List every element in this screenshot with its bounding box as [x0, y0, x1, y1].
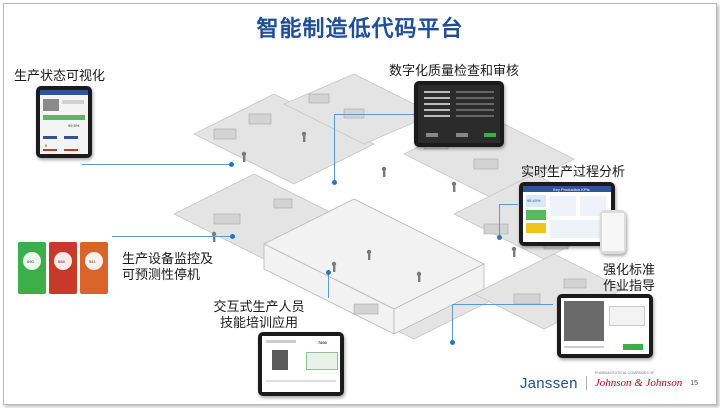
form-row	[424, 97, 450, 99]
connector-dot	[229, 162, 234, 167]
chart-panel	[580, 196, 606, 216]
equipment-tile-green: 690	[18, 242, 46, 294]
info-bar	[62, 100, 84, 104]
text-line	[266, 340, 296, 343]
form-row	[424, 91, 450, 93]
instruction-photo	[564, 301, 604, 341]
production-status-tablet: 99.5% 0	[36, 86, 92, 158]
gauge-icon	[85, 252, 103, 270]
connector-dot	[326, 270, 331, 275]
footer: Janssen PHARMACEUTICAL COMPANIES OF John…	[519, 371, 698, 394]
jnj-wordmark: Johnson & Johnson	[594, 377, 683, 389]
machine-image	[43, 99, 59, 111]
label-training: 交互式生产人员 技能培训应用	[209, 299, 309, 331]
label-training-line2: 技能培训应用	[219, 315, 298, 330]
training-value: 7800	[318, 340, 327, 345]
form-row	[456, 109, 494, 111]
gauge-icon	[23, 252, 41, 270]
screen-header-bar	[40, 90, 88, 95]
label-work-guidance-line2: 作业指导	[602, 278, 655, 293]
status-bar	[43, 115, 85, 120]
dashboard-header	[523, 186, 611, 192]
gauge-value: 658	[58, 259, 65, 264]
kpi-tile	[526, 195, 546, 207]
quality-review-screen	[418, 85, 500, 143]
text-line	[564, 346, 604, 348]
label-production-status: 生产状态可视化	[14, 68, 106, 83]
form-row	[456, 115, 494, 117]
connector-work-guidance	[452, 304, 553, 343]
connector-equipment-monitoring	[112, 236, 232, 237]
label-quality-review: 数字化质量检查和审核	[389, 63, 520, 78]
kpi-tile	[526, 210, 546, 220]
text-line	[266, 380, 336, 382]
gauge-icon	[54, 252, 72, 270]
chart-panel	[306, 352, 338, 370]
form-row	[424, 109, 450, 111]
status-value-b: 0	[45, 143, 48, 148]
janssen-logo: Janssen	[519, 374, 578, 392]
form-button	[456, 133, 468, 137]
alert-bar	[43, 149, 57, 151]
confirm-button	[623, 344, 643, 350]
chart-panel	[550, 196, 576, 216]
process-analysis-tablet: Key Production KPIs 95.40%	[519, 182, 615, 246]
page-number: 15	[690, 379, 698, 387]
status-value-a: 99.5%	[68, 123, 80, 128]
equipment-tile-red: 658	[49, 242, 77, 294]
footer-divider	[585, 376, 587, 390]
label-equipment-monitoring-line1: 生产设备监控及	[122, 251, 214, 266]
form-row	[424, 115, 450, 117]
connector-dot	[497, 235, 502, 240]
connector-process-analysis	[499, 204, 518, 239]
production-status-screen: 99.5% 0	[40, 90, 88, 154]
form-row	[424, 103, 450, 105]
kpi-bar	[43, 136, 57, 139]
gauge-value: 690	[27, 259, 34, 264]
form-row	[456, 103, 494, 105]
phone-device	[600, 210, 626, 254]
training-screen: 7800	[262, 336, 340, 392]
slide: 智能制造低代码平台	[3, 3, 717, 405]
label-work-guidance: 强化标准 作业指导	[594, 262, 664, 294]
label-equipment-monitoring: 生产设备监控及 可预测性停机	[122, 251, 213, 283]
phone-screen	[602, 213, 624, 251]
alert-bar	[64, 149, 78, 151]
kpi-value: 95.40%	[527, 198, 541, 203]
training-tablet: 7800	[258, 332, 344, 396]
connector-quality-review	[334, 114, 415, 183]
gauge-value: 541	[89, 259, 96, 264]
jnj-logo: PHARMACEUTICAL COMPANIES OF Johnson & Jo…	[594, 371, 683, 389]
connector-training	[328, 272, 329, 298]
process-analysis-screen: Key Production KPIs 95.40%	[523, 186, 611, 242]
work-guidance-screen	[561, 298, 649, 354]
connector-dot	[230, 234, 235, 239]
label-training-line1: 交互式生产人员	[213, 299, 305, 314]
kpi-bar	[64, 136, 78, 139]
form-row	[456, 97, 494, 99]
jnj-tagline: PHARMACEUTICAL COMPANIES OF	[594, 371, 655, 375]
label-process-analysis: 实时生产过程分析	[521, 164, 626, 179]
kpi-tile	[526, 223, 546, 233]
form-button	[426, 133, 438, 137]
dashboard-title: Key Production KPIs	[553, 187, 590, 192]
connector-dot	[450, 340, 455, 345]
chart-panel	[550, 220, 606, 238]
instruction-diagram	[609, 306, 645, 326]
form-button	[484, 133, 496, 137]
label-equipment-monitoring-line2: 可预测性停机	[122, 267, 201, 282]
training-image	[272, 350, 288, 370]
connector-production-status	[82, 164, 230, 165]
quality-review-tablet	[414, 81, 504, 147]
connector-dot	[332, 180, 337, 185]
equipment-tile-orange: 541	[80, 242, 108, 294]
form-row	[456, 91, 494, 93]
label-work-guidance-line1: 强化标准	[602, 262, 655, 277]
slide-title: 智能制造低代码平台	[256, 16, 464, 41]
work-guidance-tablet	[557, 294, 653, 358]
